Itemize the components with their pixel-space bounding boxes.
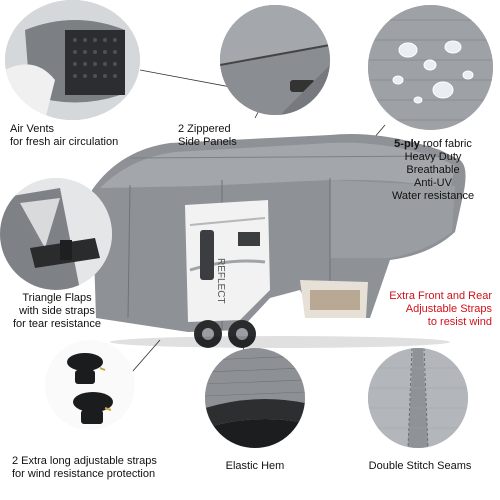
air-vents-label: Air Vents for fresh air circulation	[10, 123, 119, 148]
long-straps-detail-image	[45, 340, 135, 430]
front-rear-straps-label: Extra Front and Rear Adjustable Straps t…	[389, 290, 492, 328]
triangle-flap-detail-image	[0, 178, 112, 290]
roof-fabric-ply-bold: 5-ply	[394, 138, 420, 150]
double-stitch-label: Double Stitch Seams	[368, 460, 472, 472]
elastic-hem-label: Elastic Hem	[225, 460, 285, 472]
zippered-panels-label: 2 Zippered Side Panels	[178, 123, 237, 148]
rv-brand-text: REFLECT	[215, 258, 226, 304]
long-straps-label: 2 Extra long adjustable straps for wind …	[12, 455, 157, 480]
air-vent-detail-image	[5, 0, 140, 120]
double-stitch-detail-image	[368, 348, 468, 448]
roof-fabric-label: 5-ply roof fabric Heavy Duty Breathable …	[391, 138, 475, 202]
triangle-flaps-label: Triangle Flaps with side straps for tear…	[12, 292, 102, 330]
zippered-panel-detail-image	[220, 5, 330, 115]
roof-fabric-detail-image	[368, 5, 493, 130]
elastic-hem-detail-image	[205, 348, 305, 448]
